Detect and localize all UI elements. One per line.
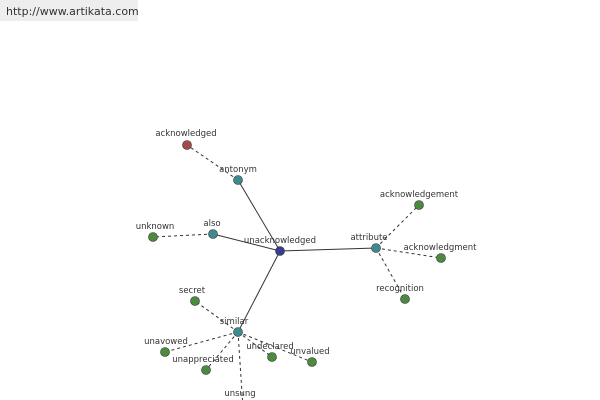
node-unvalued[interactable] <box>307 357 317 367</box>
edge-attribute-acknowledgment <box>375 247 442 259</box>
node-unacknowledged[interactable] <box>275 246 285 256</box>
node-unknown[interactable] <box>148 232 158 242</box>
node-label-also[interactable]: also <box>203 219 220 229</box>
edge-similar-unvalued <box>237 331 313 363</box>
node-attribute[interactable] <box>371 243 381 253</box>
edge-similar-unsung <box>237 331 243 400</box>
node-label-acknowledged[interactable]: acknowledged <box>155 129 216 139</box>
edge-unacknowledged-antonym <box>237 179 281 252</box>
url-header: http://www.artikata.com <box>0 0 139 21</box>
node-label-antonym[interactable]: antonym <box>219 165 257 175</box>
edge-antonym-acknowledged <box>186 144 239 181</box>
node-secret[interactable] <box>190 296 200 306</box>
edge-similar-undeclared <box>237 331 273 358</box>
node-label-unvalued[interactable]: unvalued <box>290 347 329 357</box>
edges-layer <box>152 144 442 400</box>
edge-similar-unappreciated <box>205 331 239 371</box>
node-also[interactable] <box>208 229 218 239</box>
edge-unacknowledged-similar <box>237 250 281 333</box>
site-url-link[interactable]: http://www.artikata.com <box>6 5 139 18</box>
node-label-attribute[interactable]: attribute <box>350 233 387 243</box>
node-label-secret[interactable]: secret <box>179 286 206 296</box>
nodes-layer <box>148 140 446 375</box>
edge-similar-secret <box>194 300 239 333</box>
edge-also-unknown <box>152 233 214 238</box>
node-similar[interactable] <box>233 327 243 337</box>
node-label-unacknowledged[interactable]: unacknowledged <box>244 236 316 246</box>
node-unappreciated[interactable] <box>201 365 211 375</box>
edge-unacknowledged-attribute <box>279 247 377 252</box>
node-unavowed[interactable] <box>160 347 170 357</box>
node-antonym[interactable] <box>233 175 243 185</box>
node-recognition[interactable] <box>400 294 410 304</box>
node-label-undeclared[interactable]: undeclared <box>246 342 294 352</box>
edge-attribute-acknowledgement <box>375 204 420 249</box>
node-label-unavowed[interactable]: unavowed <box>144 337 188 347</box>
node-label-unsung[interactable]: unsung <box>224 389 255 399</box>
node-label-unknown[interactable]: unknown <box>136 222 175 232</box>
node-label-recognition[interactable]: recognition <box>376 284 424 294</box>
node-undeclared[interactable] <box>267 352 277 362</box>
node-label-acknowledgment[interactable]: acknowledgment <box>404 243 478 253</box>
node-label-acknowledgement[interactable]: acknowledgement <box>380 190 459 200</box>
node-label-similar[interactable]: similar <box>220 317 249 327</box>
labels-layer: unacknowledged antonym also attribute simila… <box>136 129 477 399</box>
edge-similar-unavowed <box>164 331 239 353</box>
edge-unacknowledged-also <box>212 233 281 252</box>
node-label-unappreciated[interactable]: unappreciated <box>172 355 234 365</box>
edge-attribute-recognition <box>375 247 406 300</box>
node-acknowledged[interactable] <box>182 140 192 150</box>
node-acknowledgement[interactable] <box>414 200 424 210</box>
node-acknowledgment[interactable] <box>436 253 446 263</box>
